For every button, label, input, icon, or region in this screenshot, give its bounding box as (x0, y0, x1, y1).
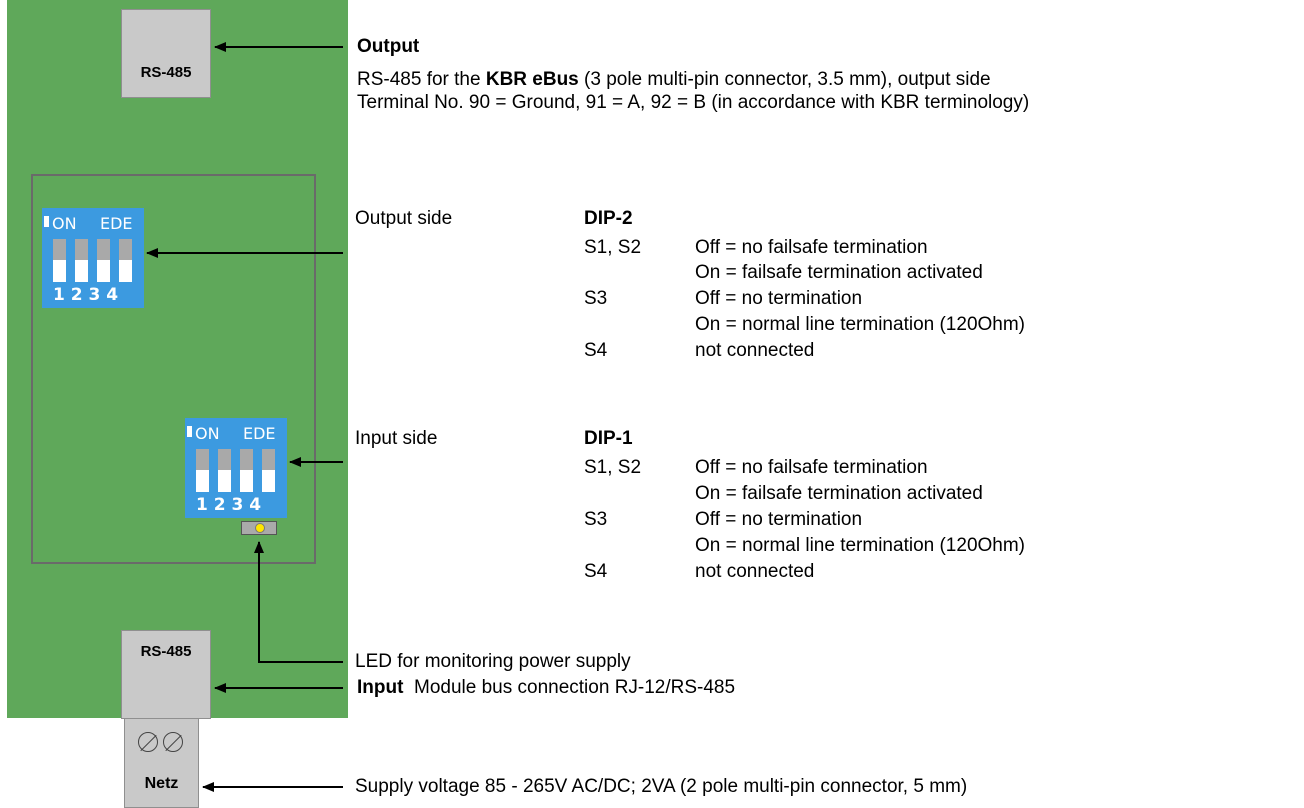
dip2-row-switch: S1, S2 (584, 237, 642, 258)
output-line1: RS-485 for the KBR eBus (3 pole multi-pi… (357, 69, 991, 91)
dip1-side-label: Input side (355, 428, 438, 449)
dip1-numbers: 1 2 3 4 (196, 495, 262, 515)
dip-switch-1: ON EDE 1 2 3 4 (185, 418, 287, 518)
circuit-board (7, 0, 348, 718)
dip1-title: DIP-1 (584, 428, 633, 449)
input-heading: Input (357, 677, 404, 698)
dip1-brand-label: EDE (243, 424, 276, 443)
dip2-row-desc: On = normal line termination (120Ohm) (695, 314, 1026, 335)
dip1-row-switch: S4 (584, 561, 608, 582)
dip2-switch-2 (75, 239, 88, 282)
output-line1-prefix: RS-485 for the (357, 69, 486, 90)
dip1-row-switch: S1, S2 (584, 457, 642, 478)
dip1-row-desc: Off = no termination (695, 509, 863, 530)
dip2-switch-4 (119, 239, 132, 282)
dip2-on-label: ON (52, 214, 77, 233)
dip2-side-label: Output side (355, 208, 453, 229)
output-line1-suffix: (3 pole multi-pin connector, 3.5 mm), ou… (578, 69, 991, 90)
dip1-row-desc: not connected (695, 561, 815, 582)
dip2-row-desc: Off = no failsafe termination (695, 237, 928, 258)
dip2-row-desc: Off = no termination (695, 288, 863, 309)
input-line: Input Module bus connection RJ-12/RS-485 (357, 677, 735, 699)
dip2-switch-3 (97, 239, 110, 282)
dip2-row-desc: On = failsafe termination activated (695, 262, 983, 283)
led-label: LED for monitoring power supply (355, 651, 631, 672)
dip1-on-label: ON (195, 424, 220, 443)
dip2-switch-1 (53, 239, 66, 282)
dip1-row-desc: Off = no failsafe termination (695, 457, 928, 478)
input-rs485-connector: RS-485 (121, 630, 211, 719)
output-rs485-connector: RS-485 (121, 9, 211, 98)
dip2-row-switch: S3 (584, 288, 608, 309)
screw-icon (138, 732, 158, 752)
dip1-switch-3 (240, 449, 253, 492)
output-line2: Terminal No. 90 = Ground, 91 = A, 92 = B… (357, 92, 1030, 113)
dip1-switch-1 (196, 449, 209, 492)
supply-desc: Supply voltage 85 - 265V AC/DC; 2VA (2 p… (355, 776, 968, 797)
dip1-row-desc: On = failsafe termination activated (695, 483, 983, 504)
screw-icon (163, 732, 183, 752)
dip2-row-desc: not connected (695, 340, 815, 361)
dip2-brand-label: EDE (100, 214, 133, 233)
dip1-row-switch: S3 (584, 509, 608, 530)
power-led-icon (255, 523, 265, 533)
dip1-row-desc: On = normal line termination (120Ohm) (695, 535, 1026, 556)
output-rs485-label: RS-485 (140, 64, 192, 81)
terminal-label: Netz (144, 775, 179, 792)
input-desc: Module bus connection RJ-12/RS-485 (414, 677, 736, 698)
input-rs485-label: RS-485 (140, 643, 192, 660)
output-line1-bold: KBR eBus (485, 69, 579, 90)
dip2-pin1-marker (44, 216, 49, 227)
output-heading: Output (357, 36, 420, 57)
dip2-numbers: 1 2 3 4 (53, 285, 119, 305)
dip2-row-switch: S4 (584, 340, 608, 361)
dip1-switch-4 (262, 449, 275, 492)
dip1-pin1-marker (187, 426, 192, 437)
dip2-title: DIP-2 (584, 208, 633, 229)
dip-switch-2: ON EDE 1 2 3 4 (42, 208, 144, 308)
led-holder (241, 521, 277, 535)
dip-area-frame (31, 174, 316, 564)
dip1-switch-2 (218, 449, 231, 492)
led-arrow (254, 541, 343, 663)
